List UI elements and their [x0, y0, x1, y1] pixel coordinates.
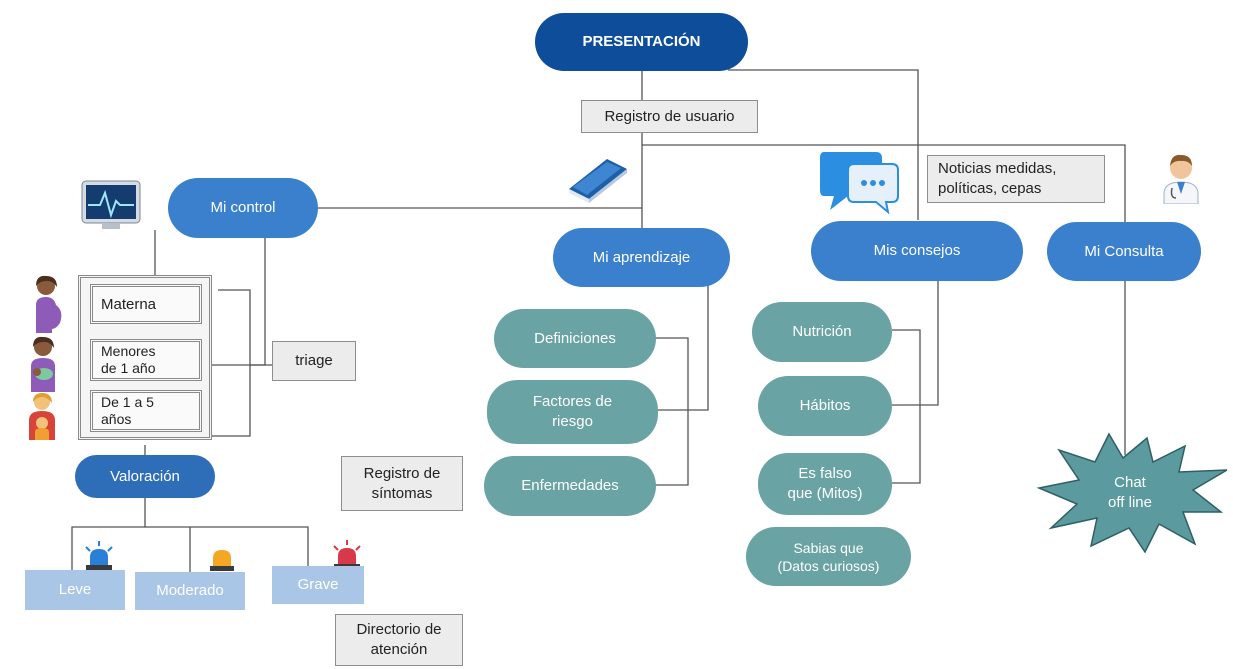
- definiciones-node[interactable]: Definiciones: [494, 309, 656, 368]
- chat-offline-label[interactable]: Chat off line: [1108, 474, 1152, 511]
- severity-grave[interactable]: Grave: [272, 566, 364, 604]
- registro-usuario-label: Registro de usuario: [581, 100, 758, 133]
- mi-aprendizaje-node[interactable]: Mi aprendizaje: [553, 228, 730, 287]
- mi-consulta-node[interactable]: Mi Consulta: [1047, 222, 1201, 281]
- severity-leve[interactable]: Leve: [25, 570, 125, 610]
- noticias-label: Noticias medidas, políticas, cepas: [927, 155, 1105, 203]
- doctor-icon: [1163, 154, 1199, 204]
- valoracion-node[interactable]: Valoración: [75, 455, 215, 498]
- mother-baby-icon: [31, 336, 55, 392]
- mother-child-icon: [29, 393, 55, 440]
- group-menores-1-ano[interactable]: Menores de 1 año: [90, 339, 202, 381]
- directorio-atencion-label: Directorio de atención: [335, 614, 463, 666]
- group-1-a-5-anos[interactable]: De 1 a 5 años: [90, 390, 202, 432]
- habitos-node[interactable]: Hábitos: [758, 376, 892, 436]
- siren-blue-icon: [85, 541, 113, 570]
- enfermedades-node[interactable]: Enfermedades: [484, 456, 656, 516]
- chat-offline-starburst: [1036, 432, 1228, 554]
- severity-moderado[interactable]: Moderado: [135, 572, 245, 610]
- presentacion-node[interactable]: PRESENTACIÓN: [535, 13, 748, 71]
- siren-orange-icon: [210, 550, 234, 571]
- group-materna[interactable]: Materna: [90, 284, 202, 324]
- mi-control-node[interactable]: Mi control: [168, 178, 318, 238]
- chat-bubble-icon: [820, 152, 899, 214]
- pregnant-woman-icon: [36, 275, 62, 333]
- triage-label: triage: [272, 341, 356, 381]
- sabias-que-node[interactable]: Sabias que (Datos curiosos): [746, 527, 911, 586]
- nutricion-node[interactable]: Nutrición: [752, 302, 892, 362]
- factores-riesgo-node[interactable]: Factores de riesgo: [487, 380, 658, 444]
- mis-consejos-node[interactable]: Mis consejos: [811, 221, 1023, 281]
- registro-sintomas-label: Registro de síntomas: [341, 456, 463, 511]
- monitor-icon: [81, 180, 141, 229]
- book-icon: [569, 159, 627, 203]
- es-falso-node[interactable]: Es falso que (Mitos): [758, 453, 892, 515]
